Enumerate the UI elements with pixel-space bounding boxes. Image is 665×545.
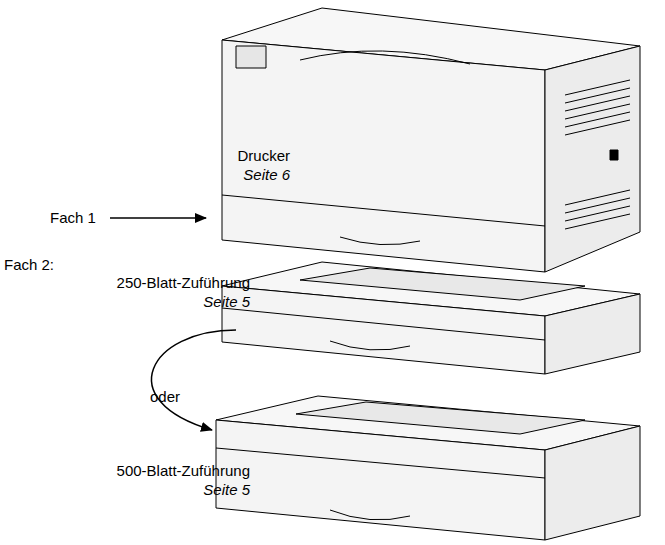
tray-line [216, 448, 545, 478]
tray-line [222, 308, 545, 340]
page-reference: Seite 5 [203, 293, 250, 311]
part-name: 250-Blatt-Zuführung [117, 274, 250, 292]
tray500-front [216, 420, 545, 540]
output-bin [300, 51, 470, 64]
tray-handle [330, 510, 410, 520]
part-name: 500-Blatt-Zuführung [117, 462, 250, 480]
vents [565, 80, 630, 229]
tray250-side [545, 294, 640, 374]
tray500-side [545, 426, 640, 540]
tray-line [222, 195, 545, 226]
printer-front [222, 40, 545, 272]
page-reference: Seite 6 [243, 166, 290, 184]
tray250-bed [300, 268, 585, 300]
curved-arrow [152, 330, 236, 430]
tray-label: Fach 1 [50, 209, 96, 227]
tray-handle [330, 341, 410, 350]
tray250-front [222, 286, 545, 374]
power-switch [610, 150, 618, 160]
connector-label: oder [150, 388, 180, 406]
tray-handle [340, 237, 420, 245]
page-reference: Seite 5 [203, 481, 250, 499]
part-name: Drucker [237, 147, 290, 165]
control-panel [236, 46, 266, 68]
printer-side [545, 46, 640, 272]
tray500-bed [296, 402, 585, 434]
leader-arrow [110, 217, 206, 219]
tray-label: Fach 2: [4, 256, 54, 274]
